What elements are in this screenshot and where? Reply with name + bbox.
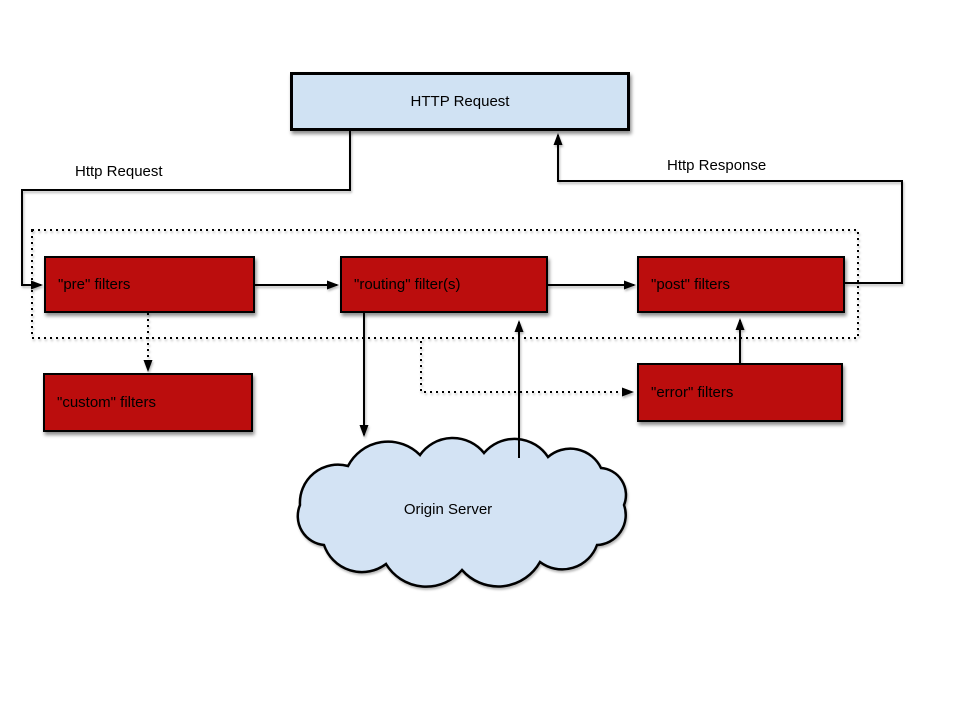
origin-server-cloud bbox=[296, 436, 628, 588]
routing-filters-box: "routing" filter(s) bbox=[340, 256, 548, 313]
http-request-box: HTTP Request bbox=[290, 72, 630, 131]
error-filters-label: "error" filters bbox=[651, 384, 734, 401]
response-path-arrow bbox=[553, 133, 903, 284]
request-path-arrow bbox=[21, 131, 351, 290]
http-request-box-label: HTTP Request bbox=[410, 93, 510, 110]
pre-filters-label: "pre" filters bbox=[58, 276, 131, 293]
error-filters-box: "error" filters bbox=[637, 363, 843, 422]
post-filters-label: "post" filters bbox=[651, 276, 731, 293]
origin-server-label: Origin Server bbox=[403, 501, 493, 518]
custom-filters-box: "custom" filters bbox=[43, 373, 253, 432]
routing-filters-label: "routing" filter(s) bbox=[354, 276, 461, 293]
custom-filters-label: "custom" filters bbox=[57, 394, 157, 411]
http-request-flow-label: Http Request bbox=[75, 163, 163, 180]
http-response-flow-label: Http Response bbox=[667, 157, 767, 174]
post-filters-box: "post" filters bbox=[637, 256, 845, 313]
container-to-error-dotted-arrow bbox=[420, 341, 634, 397]
pre-filters-box: "pre" filters bbox=[44, 256, 255, 313]
